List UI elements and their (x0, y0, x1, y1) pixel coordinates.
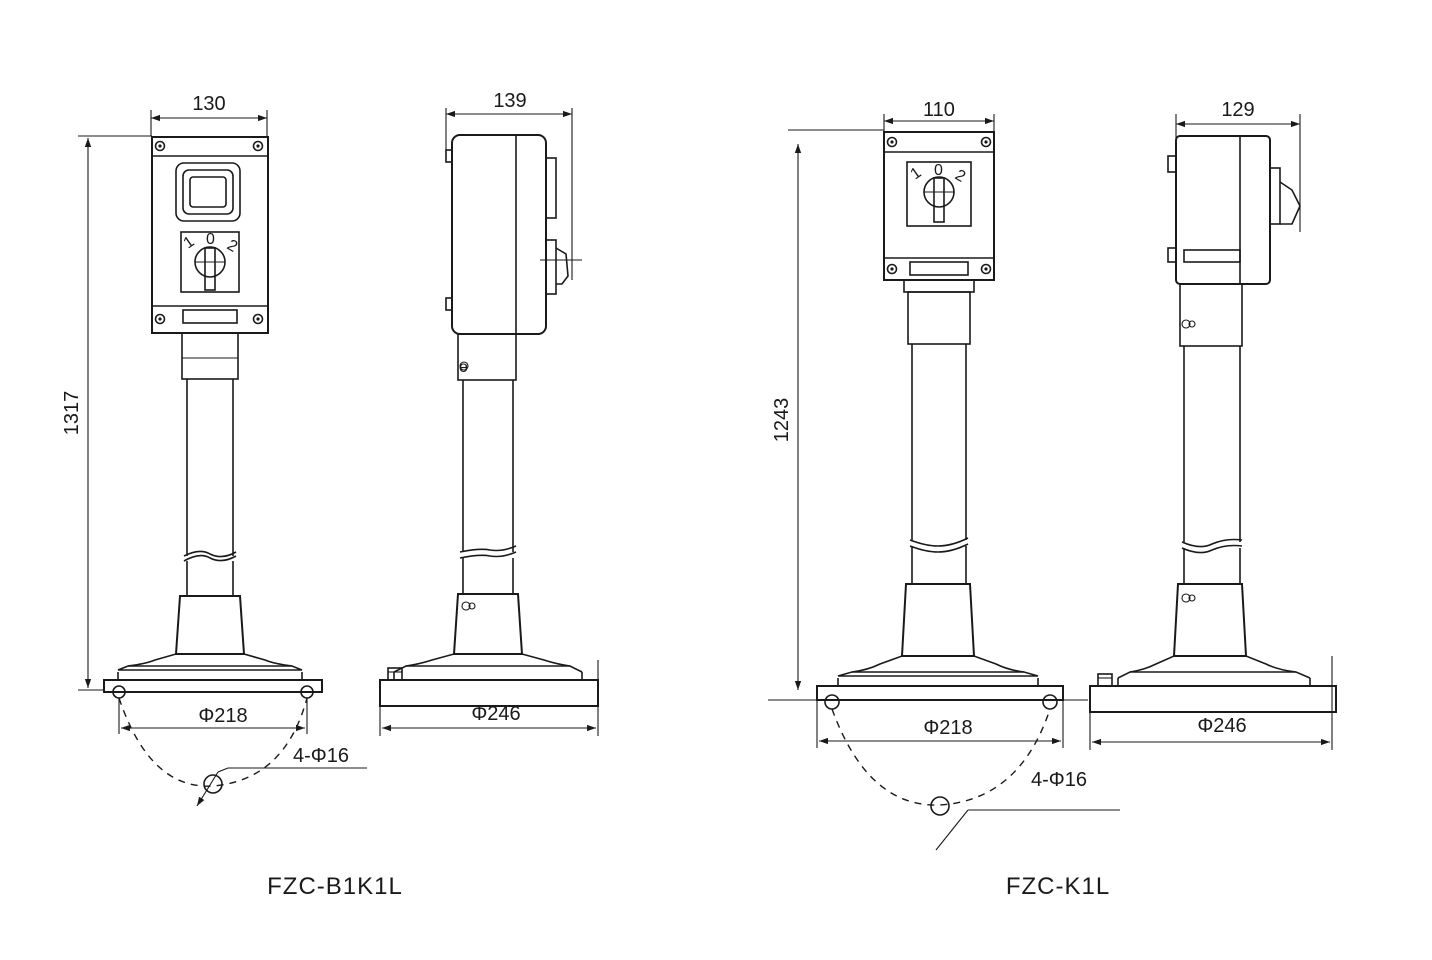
model-2-front-base-label: Φ218 (923, 717, 972, 739)
model-1-drawing: 130 1317 1 0 2 (61, 90, 599, 900)
model-1-front-view: 130 1317 1 0 2 (61, 93, 367, 807)
model-2-title: FZC-K1L (1006, 873, 1110, 900)
model-2-height-label: 1243 (771, 398, 793, 443)
model-2-front-switch-pos-0: 0 (934, 162, 943, 179)
model-2-side-view: 129 (1089, 99, 1337, 750)
model-2-side-base-label: Φ246 (1197, 715, 1246, 737)
model-1-depth-label: 139 (493, 90, 526, 112)
model-1-title: FZC-B1K1L (267, 873, 403, 900)
model-2-depth-label: 129 (1221, 99, 1254, 121)
model-1-side-base-label: Φ246 (471, 703, 520, 725)
model-1-holes-label: 4-Φ16 (293, 745, 349, 767)
model-1-side-bolt-upper: ɵ (459, 359, 468, 376)
model-2-front-view: 110 1243 1 0 2 (768, 99, 1120, 851)
model-2-holes-label: 4-Φ16 (1031, 769, 1087, 791)
model-1-front-switch-pos-0: 0 (206, 231, 215, 248)
model-1-height-label: 1317 (61, 391, 83, 436)
model-2-drawing: 110 1243 1 0 2 (768, 99, 1337, 900)
model-1-front-base-label: Φ218 (198, 705, 247, 727)
model-2-width-label: 110 (923, 99, 955, 121)
model-1-side-view: 139 ɵ (379, 90, 599, 736)
model-1-width-label: 130 (192, 93, 225, 115)
